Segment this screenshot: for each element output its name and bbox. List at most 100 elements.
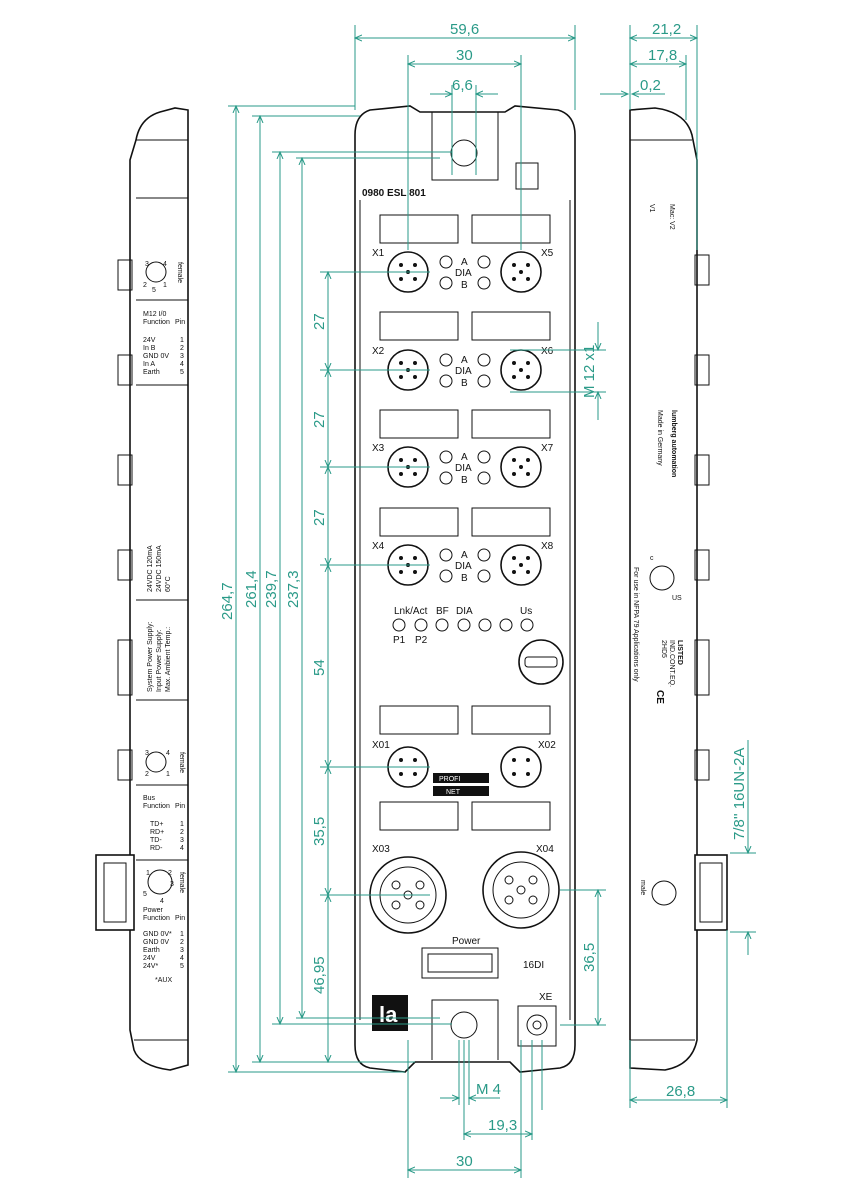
led-label-b: B — [461, 280, 468, 291]
status-label-lnk: Lnk/Act — [394, 606, 428, 617]
svg-text:5: 5 — [152, 287, 156, 294]
led-label-dia: DIA — [455, 561, 472, 572]
status-label-us: Us — [520, 606, 532, 617]
bus-row-function: RD+ — [150, 829, 164, 836]
led-label-a: A — [461, 452, 468, 463]
dim-pitch-power-ports: 54 — [311, 659, 328, 676]
port-label-x04: X04 — [536, 844, 554, 855]
power-row-pin: 1 — [180, 931, 184, 938]
dim-pitch-1: 27 — [311, 313, 328, 330]
fuse-label: 16DI — [523, 960, 544, 971]
io-row-function: 24V — [143, 337, 156, 344]
supply-line-3: Max. Ambient Temp.: — [165, 627, 172, 692]
svg-text:1: 1 — [163, 282, 167, 289]
svg-text:3: 3 — [170, 881, 174, 888]
supply-value-3: 60°C — [164, 576, 172, 592]
bus-header-pin: Pin — [175, 803, 185, 810]
svg-text:US: US — [672, 595, 682, 602]
power-port-x04 — [482, 851, 560, 929]
svg-text:1: 1 — [146, 870, 150, 877]
svg-text:la: la — [379, 1002, 398, 1027]
dim-height-3: 239,7 — [263, 570, 280, 608]
dim-pe-offset: 19,3 — [488, 1117, 517, 1134]
supply-value-2: 24VDC 150mA — [156, 545, 163, 592]
svg-text:2: 2 — [168, 870, 172, 877]
port-label: X6 — [541, 346, 554, 357]
power-row-function: GND 0V* — [143, 931, 172, 938]
label-windows — [379, 214, 551, 831]
aux-note: *AUX — [155, 977, 172, 984]
io-pin-table: 24V 1 In B 2 GND 0V 3 In A 4 Earth 5 — [143, 337, 184, 376]
svg-text:5: 5 — [143, 891, 147, 898]
listed-sub: IND.CONT.EQ. — [668, 640, 675, 687]
io-title: M12 I/0 — [143, 311, 166, 318]
bus-row-pin: 4 — [180, 845, 184, 852]
power-row-pin: 5 — [180, 963, 184, 970]
led-label-dia: DIA — [455, 463, 472, 474]
v1-label: V1 — [648, 204, 655, 213]
io-header-function: Function — [143, 319, 170, 326]
bus-row-function: RD- — [150, 845, 163, 852]
led-label-b: B — [461, 378, 468, 389]
dim-pitch-bottom: 46,95 — [311, 956, 328, 994]
power-row-function: GND 0V — [143, 939, 169, 946]
female-label-2: female — [178, 752, 185, 773]
dim-hole-spacing-bottom: 30 — [456, 1153, 473, 1170]
power-row-pin: 3 — [180, 947, 184, 954]
male-label: male — [639, 880, 646, 895]
model-number: 0980 ESL 801 — [362, 188, 426, 199]
supply-block: System Power Supply: Input Power Supply:… — [147, 545, 172, 692]
io-row-function: GND 0V — [143, 353, 169, 360]
mac-label: Mac: V2 — [668, 204, 675, 230]
dim-connector-depth: 26,8 — [666, 1083, 695, 1100]
svg-text:PROFI: PROFI — [439, 776, 460, 783]
pe-screw — [526, 1014, 548, 1036]
power-row-function: 24V* — [143, 963, 158, 970]
svg-text:3: 3 — [145, 261, 149, 268]
top-mounting-hole — [450, 139, 478, 167]
bus-row-function: TD+ — [150, 821, 163, 828]
bus-pin-table: TD+ 1 RD+ 2 TD- 3 RD- 4 — [150, 821, 184, 852]
power-pin-table: GND 0V* 1 GND 0V 2 Earth 3 24V 4 24V* 5 — [143, 931, 184, 970]
status-label-p2: P2 — [415, 635, 428, 646]
bus-row-pin: 2 — [180, 829, 184, 836]
io-row-pin: 5 — [180, 369, 184, 376]
nfpa-note: For use in NFPA 79 Applications only — [632, 567, 639, 682]
svg-text:4: 4 — [163, 261, 167, 268]
svg-text:1: 1 — [166, 771, 170, 778]
svg-text:c: c — [650, 555, 654, 562]
status-label-p1: P1 — [393, 635, 406, 646]
pe-label: XE — [539, 992, 553, 1003]
power-row-function: 24V — [143, 955, 156, 962]
io-row-function: In A — [143, 361, 155, 368]
dim-side-offset: 0,2 — [640, 77, 661, 94]
dim-total-width: 59,6 — [450, 21, 479, 38]
svg-text:2: 2 — [143, 282, 147, 289]
power-label: Power — [452, 936, 481, 947]
led-label-a: A — [461, 550, 468, 561]
io-row-function: In B — [143, 345, 156, 352]
svg-text:2: 2 — [145, 771, 149, 778]
dim-power-thread: 7/8'' 16UN-2A — [731, 748, 748, 840]
status-label-dia: DIA — [456, 606, 473, 617]
bus-header-function: Function — [143, 803, 170, 810]
port-label-x03: X03 — [372, 844, 390, 855]
led-label-a: A — [461, 257, 468, 268]
io-row-function: Earth — [143, 369, 160, 376]
port-label: X5 — [541, 248, 554, 259]
power-header-pin: Pin — [175, 915, 185, 922]
brand-label: lumberg automation — [670, 410, 677, 477]
dim-height-2: 261,4 — [243, 570, 260, 608]
dim-pitch-3: 27 — [311, 509, 328, 526]
port-label: X4 — [372, 541, 385, 552]
status-leds: Lnk/Act BF DIA Us P1 P2 — [392, 606, 534, 646]
rotary-switch — [518, 639, 564, 685]
bus-title: Bus — [143, 795, 156, 802]
port-label: X7 — [541, 443, 554, 454]
listed-code: 2HD5 — [660, 640, 667, 658]
power-header-function: Function — [143, 915, 170, 922]
dim-side-depth-total: 21,2 — [652, 21, 681, 38]
dim-height-total: 264,7 — [219, 582, 236, 620]
